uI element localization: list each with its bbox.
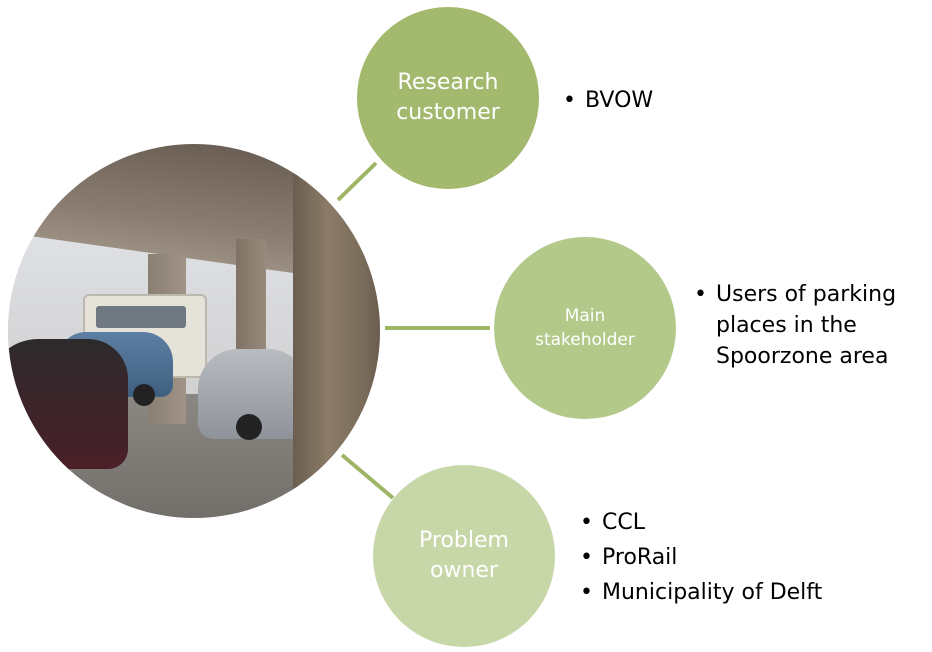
node-research-customer: Research customer <box>357 7 539 189</box>
bullet-icon: • <box>694 282 707 307</box>
list-item: •Users of parking places in the Spoorzon… <box>694 279 930 372</box>
node-research-customer-label: Research customer <box>396 70 500 125</box>
bullet-icon: • <box>580 545 593 570</box>
bullet-icon: • <box>563 88 576 113</box>
bullet-icon: • <box>580 510 593 535</box>
research-customer-list: •BVOW <box>563 84 653 117</box>
bullet-icon: • <box>580 580 593 605</box>
list-item: •BVOW <box>563 84 653 117</box>
list-item: •Municipality of Delft <box>580 575 822 610</box>
node-problem-owner-label: Problem owner <box>419 528 509 583</box>
main-stakeholder-list: •Users of parking places in the Spoorzon… <box>694 279 930 372</box>
node-problem-owner: Problem owner <box>373 465 555 647</box>
list-item: •ProRail <box>580 540 822 575</box>
list-item: •CCL <box>580 505 822 540</box>
parking-garage-photo <box>8 144 380 518</box>
node-main-stakeholder: Main stakeholder <box>494 237 676 419</box>
node-main-stakeholder-label: Main stakeholder <box>535 306 635 350</box>
problem-owner-list: •CCL •ProRail •Municipality of Delft <box>580 505 822 610</box>
